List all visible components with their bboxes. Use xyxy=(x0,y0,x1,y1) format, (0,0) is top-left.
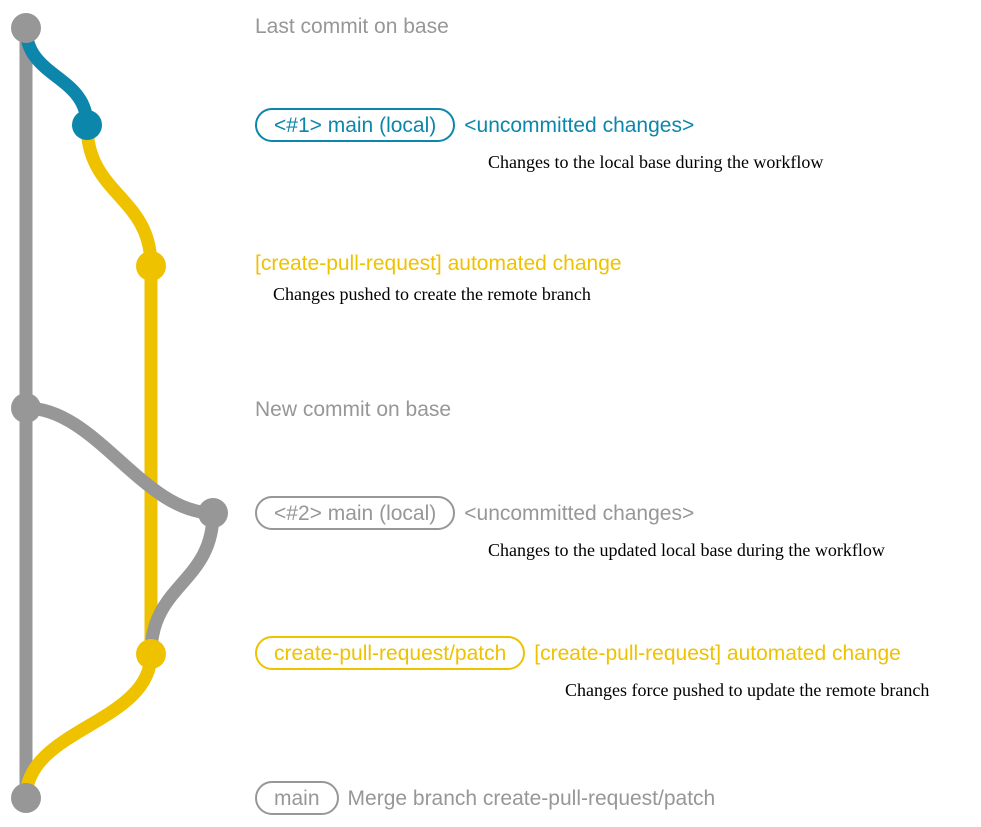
commit-row-main: New commit on base xyxy=(255,399,451,420)
commit-row-main: <#1> main (local) <uncommitted changes> xyxy=(255,108,823,142)
commit-row-main: create-pull-request/patch [create-pull-r… xyxy=(255,636,929,670)
edge-local2-to-patch2 xyxy=(144,506,220,661)
commit-subject: Merge branch create-pull-request/patch xyxy=(347,786,716,810)
commit-description: Changes pushed to create the remote bran… xyxy=(273,284,591,304)
commit-heading: Last commit on base xyxy=(255,15,449,38)
commit-row-merge-commit: main Merge branch create-pull-request/pa… xyxy=(255,781,715,815)
edge-patch2-to-merge xyxy=(19,647,158,805)
commit-node-base-last xyxy=(11,13,41,43)
commit-row-automated-change-2: create-pull-request/patch [create-pull-r… xyxy=(255,636,929,701)
edge-local1-to-patch1 xyxy=(80,118,158,273)
edge-base-to-local1 xyxy=(19,21,94,132)
commit-row-main: [create-pull-request] automated change xyxy=(255,253,622,274)
branch-label-main[interactable]: main xyxy=(255,781,339,815)
commit-node-patch-update xyxy=(136,639,166,669)
commit-node-base-new xyxy=(11,393,41,423)
commit-row-main: main Merge branch create-pull-request/pa… xyxy=(255,781,715,815)
commit-node-local-1 xyxy=(72,110,102,140)
commit-node-patch-create xyxy=(136,251,166,281)
commit-heading: New commit on base xyxy=(255,398,452,421)
branch-label-create-pull-request-patch[interactable]: create-pull-request/patch xyxy=(255,636,526,670)
commit-subject: <uncommitted changes> xyxy=(464,501,695,525)
branch-label-main-local-2[interactable]: <#2> main (local) xyxy=(255,496,456,530)
commit-row-automated-change-1: [create-pull-request] automated change C… xyxy=(255,253,622,305)
commit-row-main: <#2> main (local) <uncommitted changes> xyxy=(255,496,885,530)
commit-row-local-commit-2: <#2> main (local) <uncommitted changes> … xyxy=(255,496,885,561)
commit-row-last-commit-on-base: Last commit on base xyxy=(255,16,449,37)
commit-subject: [create-pull-request] automated change xyxy=(255,252,622,275)
edge-basenew-to-local2 xyxy=(19,401,220,520)
commit-subject: [create-pull-request] automated change xyxy=(534,641,901,665)
commit-description: Changes force pushed to update the remot… xyxy=(565,680,930,700)
commit-row-local-commit-1: <#1> main (local) <uncommitted changes> … xyxy=(255,108,823,173)
commit-description: Changes to the local base during the wor… xyxy=(488,152,824,172)
branch-label-main-local-1[interactable]: <#1> main (local) xyxy=(255,108,456,142)
commit-row-main: Last commit on base xyxy=(255,16,449,37)
commit-graph xyxy=(11,13,228,813)
commit-node-base-merge xyxy=(11,783,41,813)
commit-row-new-commit-on-base: New commit on base xyxy=(255,399,451,420)
commit-node-local-2 xyxy=(198,498,228,528)
commit-subject: <uncommitted changes> xyxy=(464,113,695,137)
commit-description: Changes to the updated local base during… xyxy=(488,540,885,560)
